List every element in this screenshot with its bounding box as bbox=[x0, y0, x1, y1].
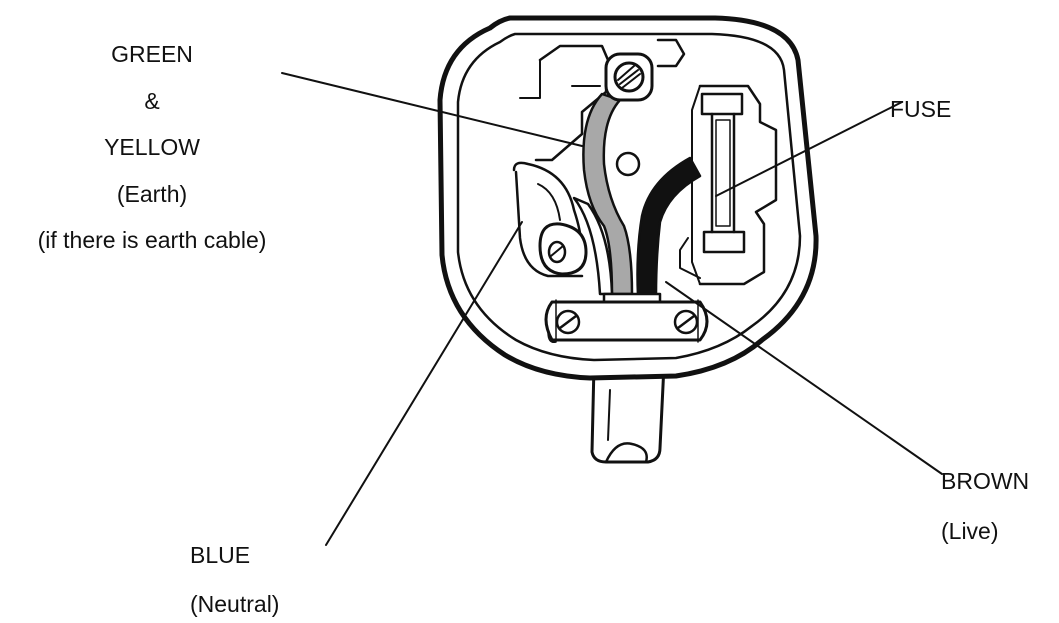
fuse-cartridge bbox=[700, 92, 746, 254]
cable-sleeve bbox=[590, 363, 666, 464]
fuse-label: FUSE bbox=[890, 96, 952, 122]
fuse-leader-line bbox=[715, 101, 903, 197]
earth-leader-line bbox=[281, 72, 583, 147]
earth-color-label-yellow: YELLOW bbox=[104, 134, 200, 160]
live-color-label: BROWN bbox=[941, 468, 1030, 494]
earth-note-label: (if there is earth cable) bbox=[37, 227, 267, 253]
cord-grip-clamp bbox=[544, 299, 709, 344]
neutral-leader-line bbox=[325, 221, 523, 546]
plug-casing-inner bbox=[456, 32, 802, 362]
centre-post bbox=[615, 151, 641, 177]
neutral-screw bbox=[538, 222, 588, 276]
live-role-label: (Live) bbox=[941, 518, 999, 544]
neutral-color-label: BLUE bbox=[190, 542, 251, 568]
earth-screw bbox=[604, 52, 654, 102]
earth-color-label-green: GREEN bbox=[111, 41, 193, 67]
fuse-holder bbox=[679, 84, 778, 286]
earth-role-label: (Earth) bbox=[116, 181, 188, 207]
earth-color-label-amp: & bbox=[144, 88, 160, 114]
live-leader-line bbox=[665, 281, 943, 475]
neutral-role-label: (Neutral) bbox=[190, 591, 280, 617]
